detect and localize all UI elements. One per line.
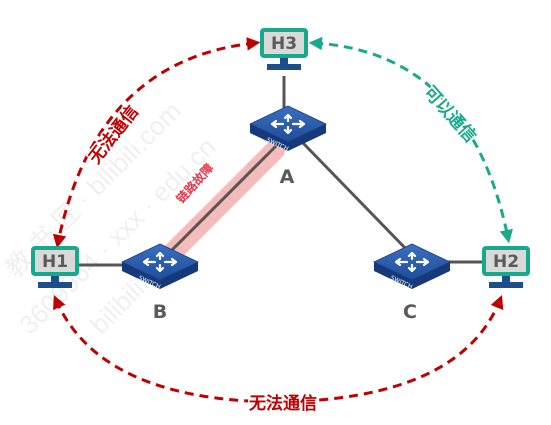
switch-a-label: A <box>280 166 295 188</box>
host-h2-label: H2 <box>493 252 519 272</box>
arrow-h1-h2 <box>53 294 504 404</box>
host-h1-label: H1 <box>42 252 68 272</box>
switch-c-label: C <box>403 301 417 323</box>
arrow-h3-h2 <box>308 36 513 244</box>
label-h3-h2-can-comm: 可以通信 <box>420 82 481 147</box>
switch-c[interactable]: SWITCH <box>372 242 452 291</box>
label-h1-h2-no-comm: 无法通信 <box>248 393 317 414</box>
switch-icon <box>248 104 328 153</box>
link-a-c <box>301 141 410 253</box>
switch-a[interactable]: SWITCH <box>248 104 328 153</box>
host-h3[interactable]: H3 <box>260 28 308 70</box>
switch-b-label: B <box>153 301 167 323</box>
label-h1-h3-no-comm: 无法通信 <box>84 101 143 168</box>
label-link-fault: 链路故障 <box>173 160 216 206</box>
host-h2[interactable]: H2 <box>482 246 530 288</box>
host-h3-label: H3 <box>271 34 297 54</box>
host-h1[interactable]: H1 <box>31 246 79 288</box>
switch-icon <box>372 242 452 291</box>
arrow-h1-h3 <box>52 37 261 249</box>
